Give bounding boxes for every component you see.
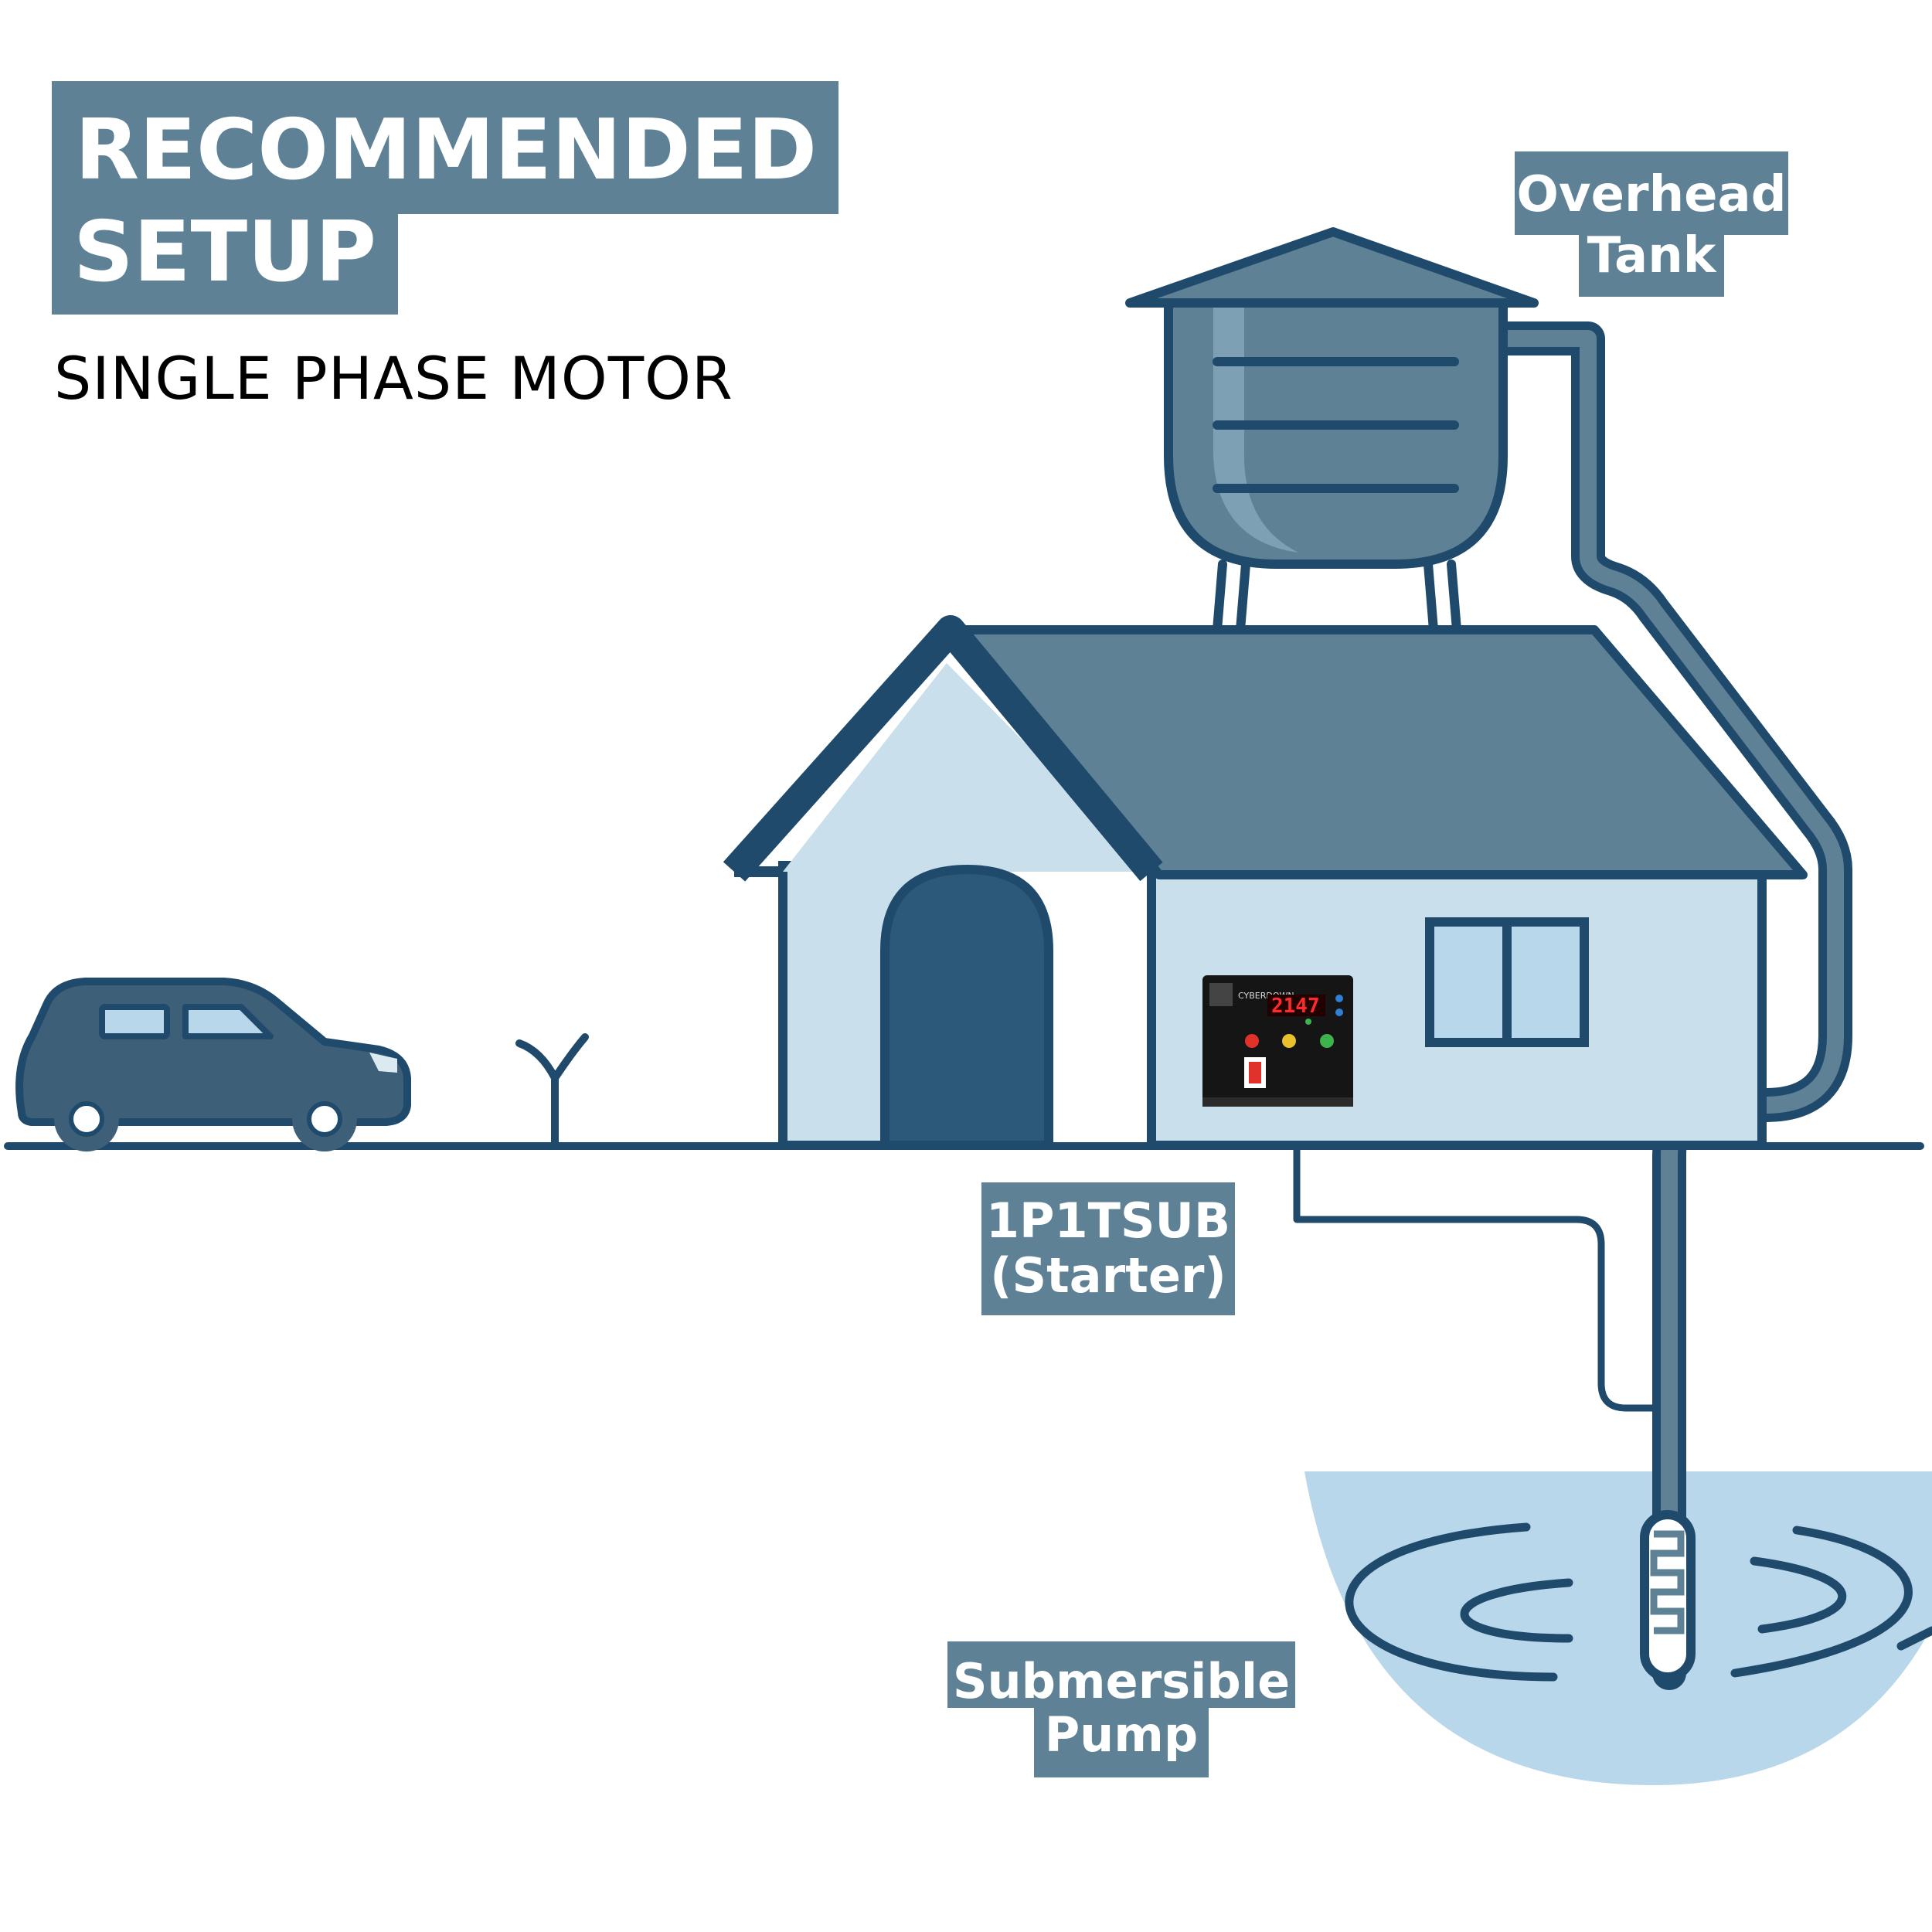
water-well xyxy=(1304,1471,1932,1785)
overhead-tank-label: Overhead Tank xyxy=(1515,151,1788,297)
starter-label-line-1: 1P1TSUB xyxy=(981,1182,1235,1249)
submersible-pump-label: Submersible Pump xyxy=(947,1641,1295,1777)
window xyxy=(1425,917,1589,1047)
title-line-1: RECOMMENDED xyxy=(52,81,839,214)
house-icon xyxy=(723,615,1808,1150)
car-icon xyxy=(15,978,411,1151)
submersible-pump-label-line-1: Submersible xyxy=(947,1641,1295,1709)
water-ripples-icon xyxy=(1345,1522,1932,1682)
starter-cable xyxy=(1293,1101,1652,1412)
starter-label-line-2: (Starter) xyxy=(981,1246,1235,1315)
starter-label: 1P1TSUB (Starter) xyxy=(981,1182,1235,1315)
subtitle: SINGLE PHASE MOTOR xyxy=(54,344,733,413)
sprout-icon xyxy=(515,1033,589,1150)
overhead-tank-icon xyxy=(1125,227,1539,634)
overhead-tank-label-line-2: Tank xyxy=(1579,231,1724,297)
starter-display: 2147 xyxy=(1271,995,1320,1018)
overhead-tank-label-line-1: Overhead xyxy=(1515,151,1788,235)
door xyxy=(880,864,1053,1150)
submersible-pump-label-line-2: Pump xyxy=(1034,1708,1209,1777)
submersible-pump-icon xyxy=(1640,1510,1696,1682)
starter-device: CYBERDOWN 2147 xyxy=(1202,975,1353,1107)
title-line-2: SETUP xyxy=(52,211,399,315)
